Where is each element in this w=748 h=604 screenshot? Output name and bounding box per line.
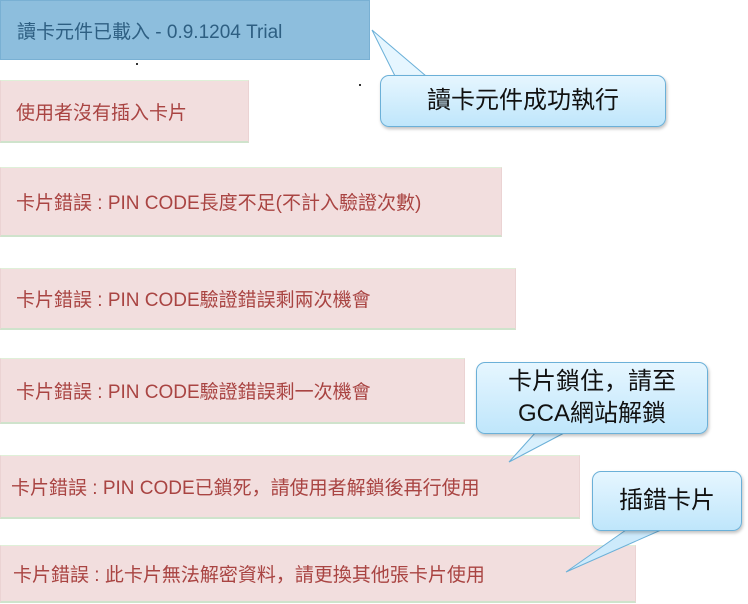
callout-text: 卡片鎖住，請至 GCA網站解鎖	[508, 368, 676, 427]
callout-wrong-card: 插錯卡片	[592, 471, 742, 531]
callout-text: 讀卡元件成功執行	[427, 87, 619, 114]
error-message-one-try-left: 卡片錯誤 : PIN CODE驗證錯誤剩一次機會	[0, 358, 465, 424]
status-message-loaded: 讀卡元件已載入 - 0.9.1204 Trial	[0, 0, 370, 60]
error-message-text: 卡片錯誤 : 此卡片無法解密資料，請更換其他張卡片使用	[13, 565, 485, 586]
status-message-text: 讀卡元件已載入 - 0.9.1204 Trial	[17, 21, 283, 43]
error-message-pin-too-short: 卡片錯誤 : PIN CODE長度不足(不計入驗證次數)	[0, 167, 502, 237]
error-message-text: 卡片錯誤 : PIN CODE驗證錯誤剩一次機會	[16, 382, 371, 403]
error-message-wrong-card: 卡片錯誤 : 此卡片無法解密資料，請更換其他張卡片使用	[0, 545, 636, 603]
error-message-text: 卡片錯誤 : PIN CODE長度不足(不計入驗證次數)	[16, 193, 422, 214]
callout-card-locked: 卡片鎖住，請至 GCA網站解鎖	[476, 362, 708, 434]
callout-tail-wrong-card	[565, 529, 662, 573]
callout-loaded-ok: 讀卡元件成功執行	[380, 75, 666, 127]
error-message-text: 使用者沒有插入卡片	[16, 102, 188, 124]
callout-tail-card-locked	[508, 431, 567, 463]
error-message-two-tries-left: 卡片錯誤 : PIN CODE驗證錯誤剩兩次機會	[0, 268, 516, 330]
artifact-dot	[359, 84, 361, 86]
callout-text: 插錯卡片	[619, 487, 715, 514]
artifact-dot	[136, 63, 138, 65]
error-message-text: 卡片錯誤 : PIN CODE已鎖死，請使用者解鎖後再行使用	[11, 478, 480, 499]
error-message-text: 卡片錯誤 : PIN CODE驗證錯誤剩兩次機會	[16, 290, 371, 311]
callout-tail-loaded-ok	[371, 29, 428, 77]
error-message-no-card: 使用者沒有插入卡片	[0, 80, 249, 143]
error-message-pin-locked: 卡片錯誤 : PIN CODE已鎖死，請使用者解鎖後再行使用	[0, 455, 580, 519]
